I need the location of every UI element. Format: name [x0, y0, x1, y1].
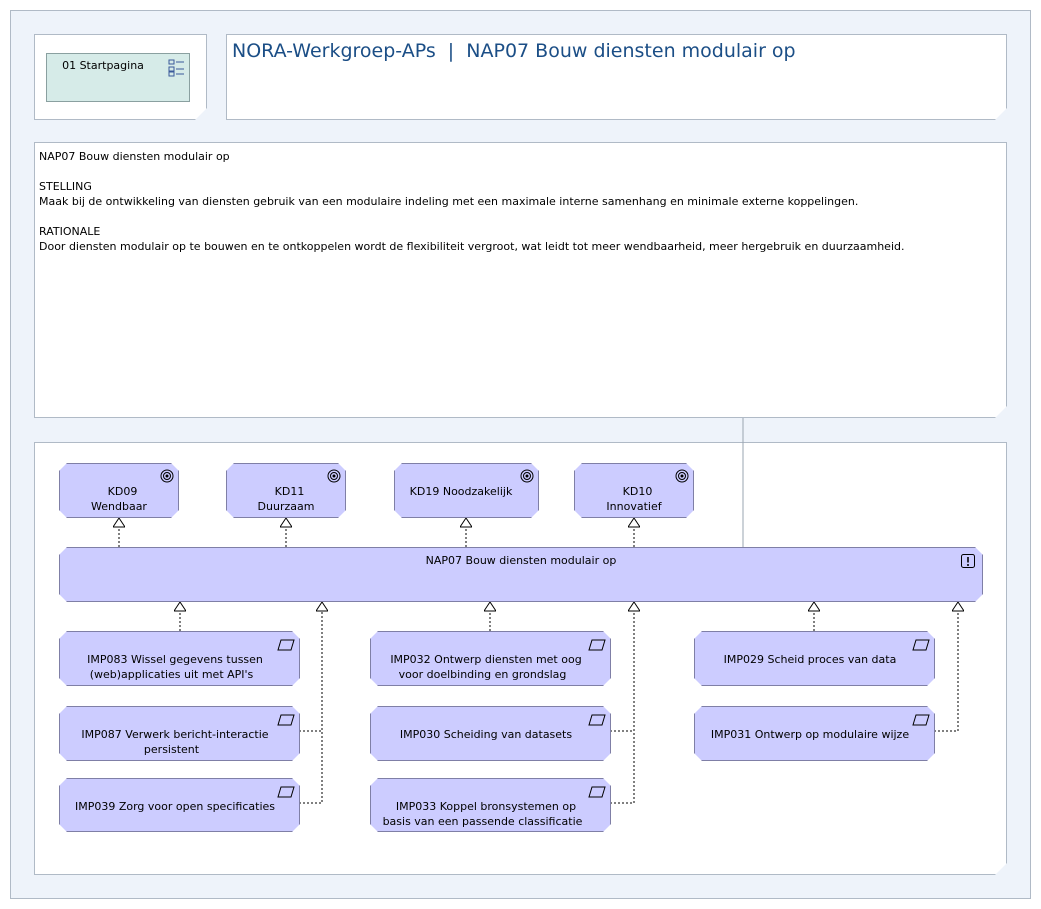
implication-label: IMP039 Zorg voor open specificaties	[74, 800, 276, 813]
implication-label: IMP087 Verwerk bericht-interactie persis…	[81, 728, 269, 756]
implication-imp087[interactable]: IMP087 Verwerk bericht-interactie persis…	[59, 706, 300, 761]
principle-nap07[interactable]: NAP07 Bouw diensten modulair op	[59, 547, 983, 602]
goal-label: KD11 Duurzaam	[257, 485, 315, 513]
title-panel	[226, 34, 1007, 120]
implication-imp029[interactable]: IMP029 Scheid proces van data	[694, 631, 935, 686]
startpagina-button[interactable]: 01 Startpagina	[46, 53, 190, 102]
requirement-icon	[588, 786, 606, 798]
impl-connector	[299, 731, 323, 804]
description-text: NAP07 Bouw diensten modulair op STELLING…	[39, 150, 905, 253]
implication-imp083[interactable]: IMP083 Wissel gegevens tussen (web)appli…	[59, 631, 300, 686]
page-title: NORA-Werkgroep-APs | NAP07 Bouw diensten…	[232, 40, 796, 62]
goal-icon	[520, 469, 534, 483]
startpagina-label: 01 Startpagina	[62, 59, 144, 72]
requirement-icon	[588, 639, 606, 651]
impl-connector	[610, 603, 634, 732]
goal-icon	[160, 469, 174, 483]
implication-label: IMP033 Koppel bronsystemen op basis van …	[382, 800, 583, 828]
impl-connector	[299, 603, 322, 732]
impl-connector	[934, 603, 958, 732]
impl-connector	[610, 731, 635, 804]
goal-kd10[interactable]: KD10 Innovatief	[574, 463, 694, 518]
implication-label: IMP032 Ontwerp diensten met oog voor doe…	[390, 653, 582, 681]
requirement-icon	[277, 786, 295, 798]
implication-imp039[interactable]: IMP039 Zorg voor open specificaties	[59, 778, 300, 832]
goal-label: KD10 Innovatief	[606, 485, 662, 513]
principle-label: NAP07 Bouw diensten modulair op	[425, 554, 617, 567]
principle-icon	[961, 554, 975, 568]
requirement-icon	[588, 714, 606, 726]
implication-label: IMP029 Scheid proces van data	[723, 653, 897, 666]
goal-kd11[interactable]: KD11 Duurzaam	[226, 463, 346, 518]
goal-label: KD19 Noodzakelijk	[409, 485, 513, 498]
implication-label: IMP031 Ontwerp op modulaire wijze	[710, 728, 910, 741]
view-icon	[168, 59, 184, 77]
implication-label: IMP030 Scheiding van datasets	[399, 728, 573, 741]
implication-imp031[interactable]: IMP031 Ontwerp op modulaire wijze	[694, 706, 935, 761]
description-panel	[34, 142, 1007, 418]
goal-kd19[interactable]: KD19 Noodzakelijk	[394, 463, 539, 518]
implication-imp033[interactable]: IMP033 Koppel bronsystemen op basis van …	[370, 778, 611, 832]
implication-imp030[interactable]: IMP030 Scheiding van datasets	[370, 706, 611, 761]
requirement-icon	[277, 714, 295, 726]
goal-label: KD09 Wendbaar	[91, 485, 147, 513]
implication-imp032[interactable]: IMP032 Ontwerp diensten met oog voor doe…	[370, 631, 611, 686]
goal-kd09[interactable]: KD09 Wendbaar	[59, 463, 179, 518]
requirement-icon	[912, 714, 930, 726]
requirement-icon	[912, 639, 930, 651]
requirement-icon	[277, 639, 295, 651]
goal-icon	[327, 469, 341, 483]
goal-icon	[675, 469, 689, 483]
implication-label: IMP083 Wissel gegevens tussen (web)appli…	[87, 653, 263, 681]
